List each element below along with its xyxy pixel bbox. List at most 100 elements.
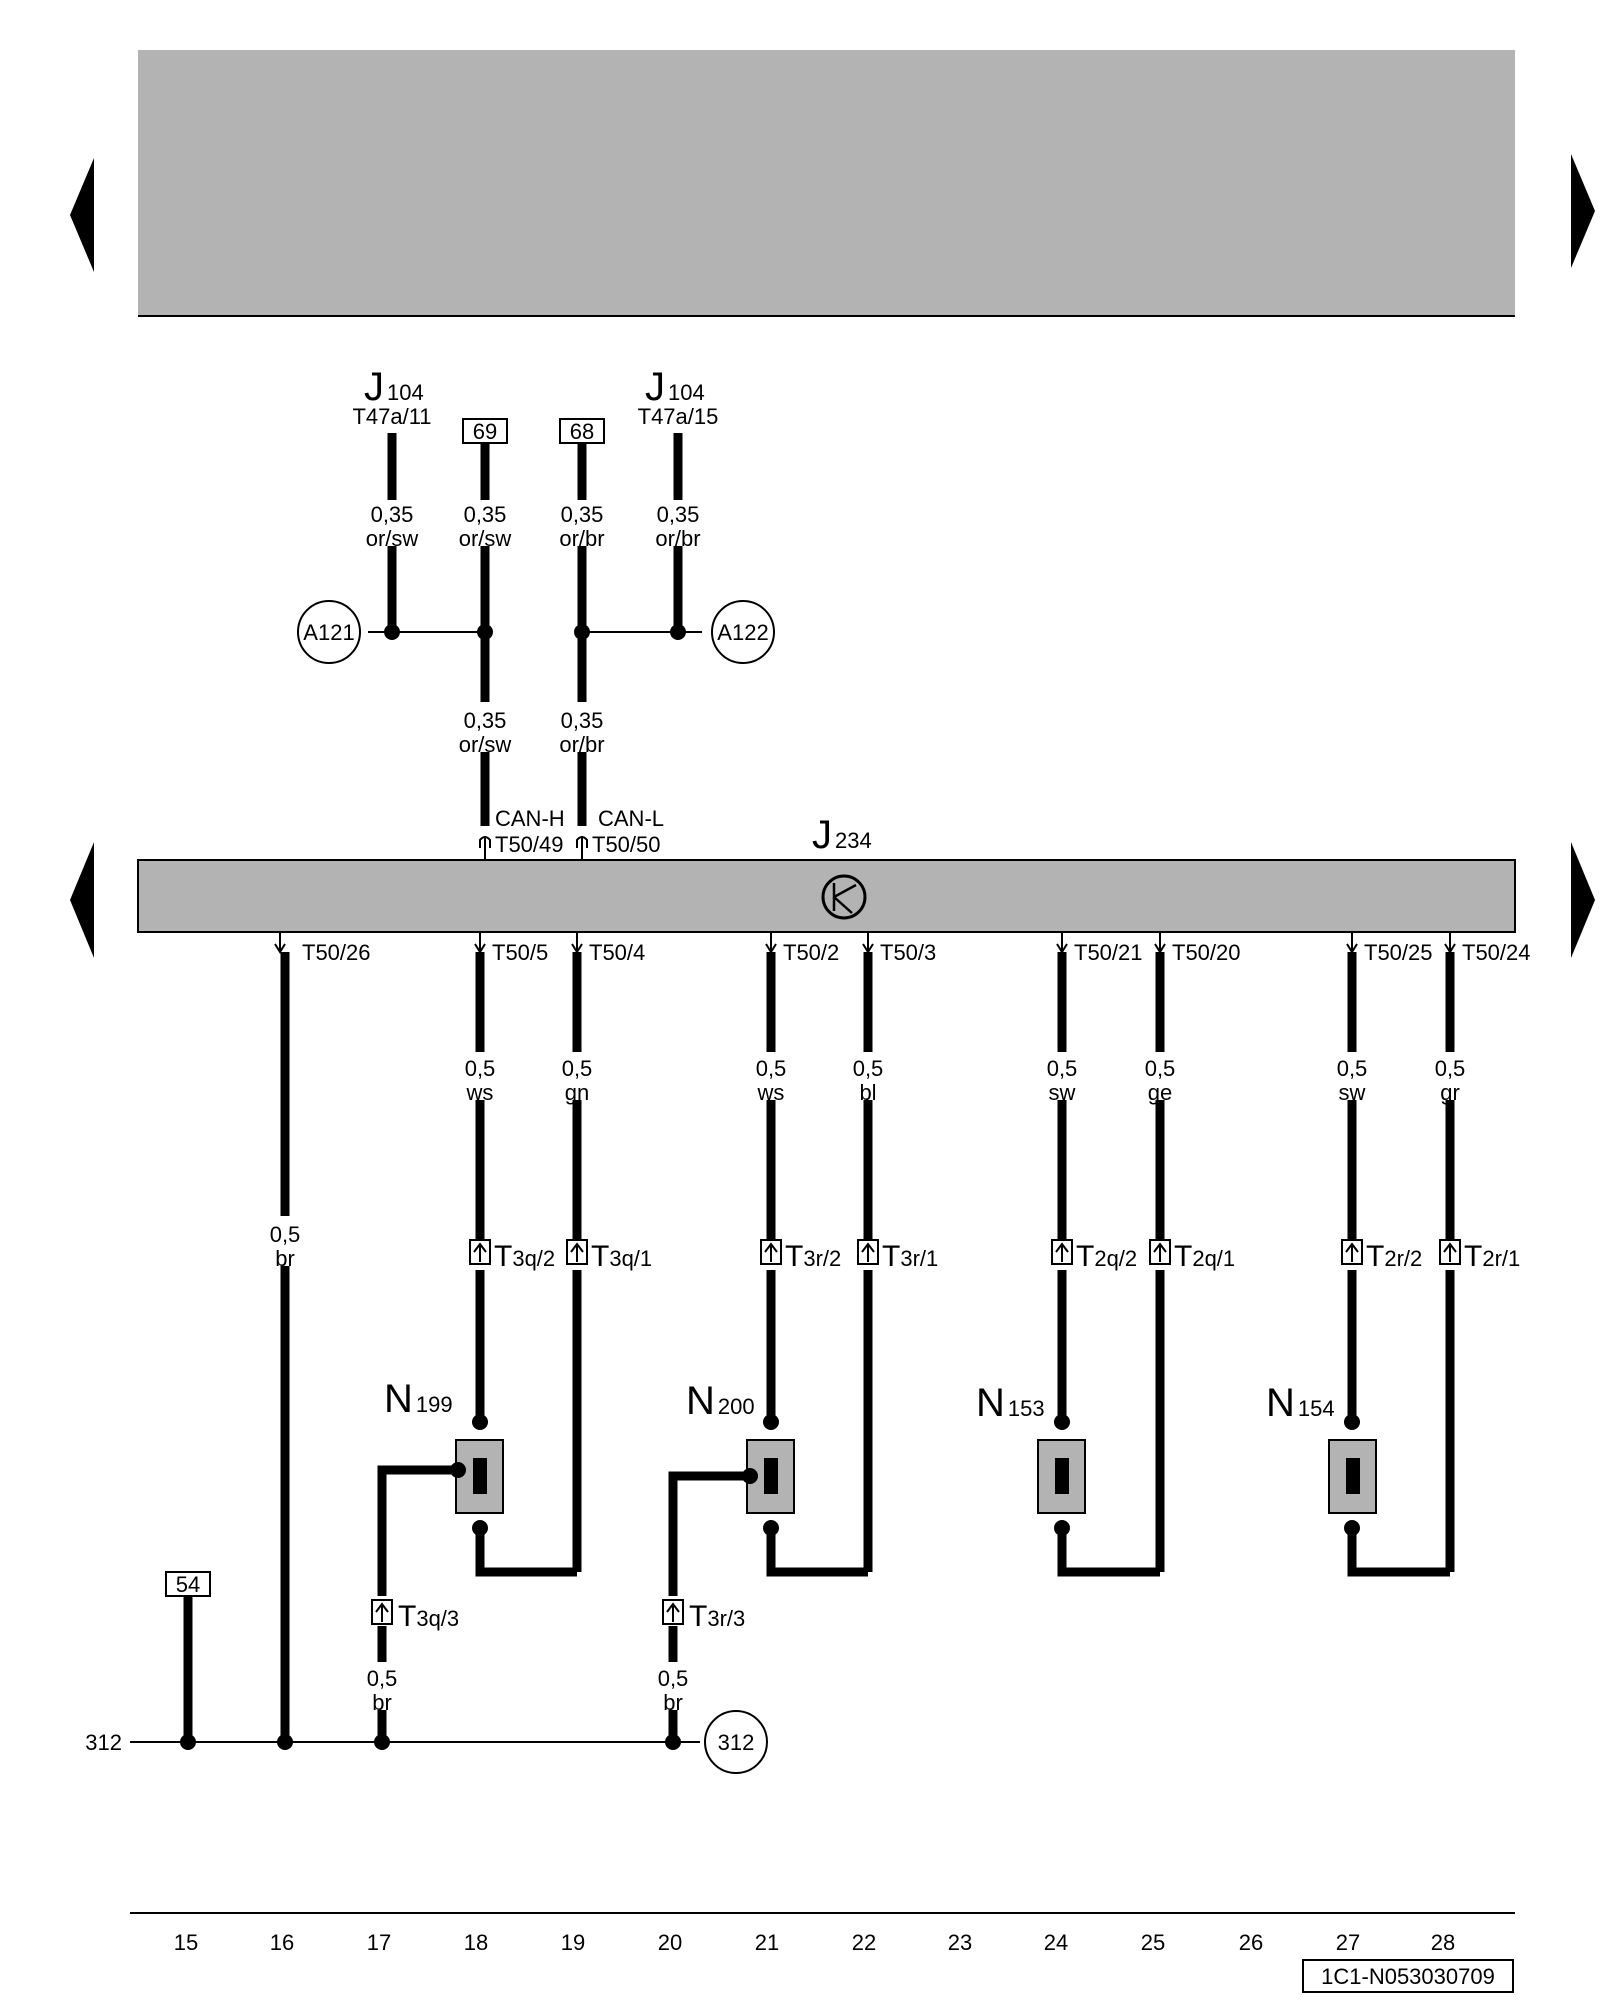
wire-label: bl xyxy=(859,1080,876,1105)
prev-page-arrow-icon-lower[interactable] xyxy=(70,842,94,958)
ref-a122-label[interactable]: A122 xyxy=(717,620,768,645)
ref-312-label[interactable]: 312 xyxy=(718,1730,755,1755)
wire-label: br xyxy=(275,1246,295,1271)
j104-right-pin: T47a/15 xyxy=(638,404,719,429)
can-h-label: CAN-H xyxy=(495,806,565,831)
connector-label: T3r/1 xyxy=(882,1240,938,1273)
connector-label: T3q/2 xyxy=(494,1240,555,1273)
svg-text:21: 21 xyxy=(755,1930,779,1955)
ref-a122-circle[interactable] xyxy=(711,600,775,664)
pin-label: T50/25 xyxy=(1364,940,1433,965)
connector-label: T2r/1 xyxy=(1464,1240,1520,1273)
box-54 xyxy=(165,1571,211,1597)
box-54-label: 54 xyxy=(176,1572,200,1597)
pin-label: T50/5 xyxy=(492,940,548,965)
wire-label: or/br xyxy=(655,526,700,551)
wire-label: sw xyxy=(1339,1080,1366,1105)
electronic-symbol-icon xyxy=(821,874,867,920)
connector-label: T2r/2 xyxy=(1366,1240,1422,1273)
pin-label: T50/2 xyxy=(783,940,839,965)
can-l-label: CAN-L xyxy=(598,806,664,831)
svg-text:23: 23 xyxy=(948,1930,972,1955)
connector-label: T2q/2 xyxy=(1076,1240,1137,1273)
svg-text:17: 17 xyxy=(367,1930,391,1955)
box-69 xyxy=(462,418,508,444)
wire-label: br xyxy=(372,1690,392,1715)
box-68-label: 68 xyxy=(570,419,594,444)
wire-label: or/br xyxy=(559,526,604,551)
junction-dots xyxy=(384,624,686,640)
wire-label: sw xyxy=(1049,1080,1076,1105)
bottom-pin-arrows xyxy=(274,932,1456,954)
ground-junction-dots xyxy=(180,1734,681,1750)
ref-a121-circle[interactable] xyxy=(297,600,361,664)
pin-label: T50/4 xyxy=(589,940,645,965)
wire-label: or/sw xyxy=(366,526,419,551)
wire-label: gr xyxy=(1440,1080,1460,1105)
wire-label: 0,5 xyxy=(367,1666,398,1691)
pin-label: T50/21 xyxy=(1074,940,1143,965)
pin-label: T50/20 xyxy=(1172,940,1241,965)
wire-label: 0,5 xyxy=(270,1222,301,1247)
can-h-pin: T50/49 xyxy=(495,832,564,857)
valve-n153 xyxy=(1037,1439,1086,1514)
pin-label: T50/26 xyxy=(302,940,371,965)
previous-page-band xyxy=(138,50,1515,316)
electronic-symbol-arrow xyxy=(832,883,857,914)
prev-page-arrow-icon[interactable] xyxy=(70,158,94,272)
valve-n199 xyxy=(455,1439,504,1514)
valve-n154 xyxy=(1328,1439,1377,1514)
next-page-arrow-icon[interactable] xyxy=(1571,154,1595,268)
svg-text:16: 16 xyxy=(270,1930,294,1955)
wire-label: 0,35 xyxy=(561,502,604,527)
wire-label: 0,5 xyxy=(562,1056,593,1081)
wire-label: 0,5 xyxy=(1145,1056,1176,1081)
wire-label: ws xyxy=(466,1080,494,1105)
doc-id-label: 1C1-N053030709 xyxy=(1321,1964,1495,1989)
wire-label: ge xyxy=(1148,1080,1172,1105)
wire-label: 0,5 xyxy=(853,1056,884,1081)
svg-text:19: 19 xyxy=(561,1930,585,1955)
ref-312-circle[interactable] xyxy=(704,1710,768,1774)
component-terminal-dots xyxy=(450,1414,1360,1536)
wire-label: or/sw xyxy=(459,732,512,757)
bottom-wires xyxy=(183,952,1455,1742)
box-69-label: 69 xyxy=(473,419,497,444)
wire-label: ws xyxy=(757,1080,785,1105)
ground-bus-label: 312 xyxy=(85,1730,122,1755)
wire-label: 0,35 xyxy=(464,502,507,527)
connector-label: T2q/1 xyxy=(1174,1240,1235,1273)
next-page-arrow-icon-lower[interactable] xyxy=(1571,842,1595,958)
wire-label: 0,35 xyxy=(464,708,507,733)
svg-text:15: 15 xyxy=(174,1930,198,1955)
wire-label: 0,35 xyxy=(371,502,414,527)
pin-label: T50/3 xyxy=(880,940,936,965)
can-l-pin: T50/50 xyxy=(592,832,661,857)
ruler-numbers: 15 16 17 18 19 20 21 22 23 24 25 26 27 2… xyxy=(174,1930,1455,1955)
svg-text:20: 20 xyxy=(658,1930,682,1955)
wire-label: 0,5 xyxy=(1435,1056,1466,1081)
svg-text:18: 18 xyxy=(464,1930,488,1955)
j104-left-pin: T47a/11 xyxy=(352,404,431,429)
pin-label: T50/24 xyxy=(1462,940,1531,965)
ref-a121-label[interactable]: A121 xyxy=(303,620,354,645)
j234-control-unit xyxy=(137,859,1516,933)
connector-label: T3r/3 xyxy=(689,1600,745,1633)
connector-icons xyxy=(371,1239,1461,1625)
svg-text:24: 24 xyxy=(1044,1930,1068,1955)
svg-text:22: 22 xyxy=(852,1930,876,1955)
can-pin-icons xyxy=(479,836,588,860)
wire-label: 0,35 xyxy=(657,502,700,527)
connector-arrow-icons xyxy=(375,1242,1457,1622)
wire-label: br xyxy=(663,1690,683,1715)
wire-label: 0,5 xyxy=(756,1056,787,1081)
wire-label: 0,5 xyxy=(465,1056,496,1081)
wire-label: 0,5 xyxy=(1047,1056,1078,1081)
doc-id-box xyxy=(1302,1959,1514,1993)
wire-label: 0,5 xyxy=(1337,1056,1368,1081)
